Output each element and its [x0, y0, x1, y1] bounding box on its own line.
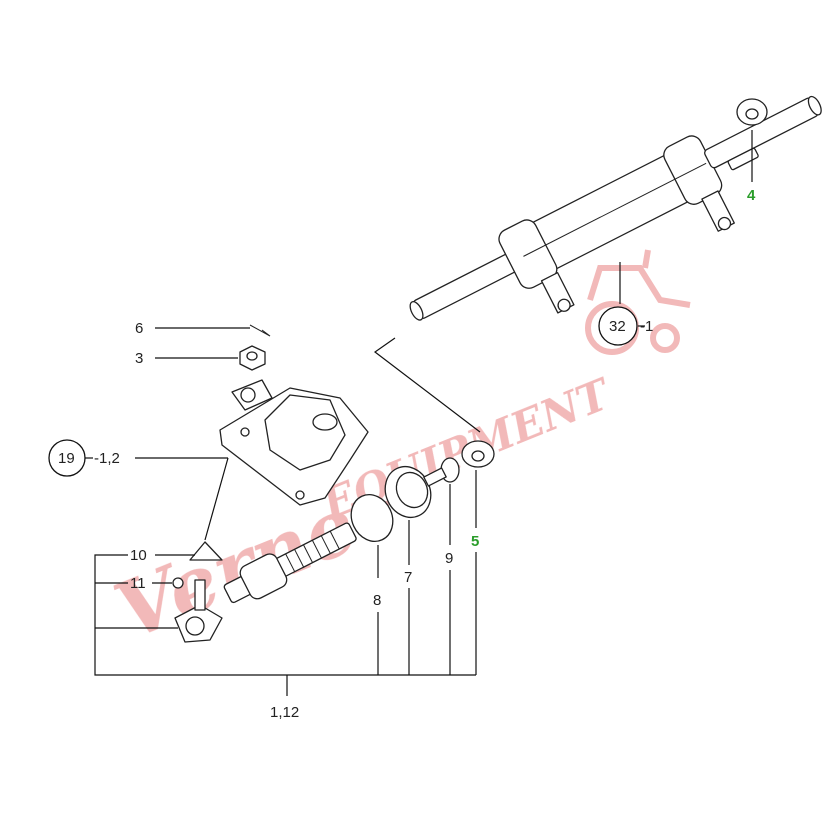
label-part-32: 32 — [609, 318, 626, 335]
seal-part-8 — [350, 494, 394, 542]
label-part-10: 10 — [130, 547, 147, 564]
label-circle-32 — [598, 306, 638, 346]
label-part-6: 6 — [135, 320, 143, 337]
leader-lines — [83, 130, 753, 696]
split-pin-part-6 — [249, 324, 271, 337]
label-circle-19 — [48, 439, 86, 477]
steering-cylinder — [409, 95, 822, 321]
labels: 4 32 -1 6 3 19 -1,2 10 11 5 9 7 8 1,12 — [48, 187, 756, 721]
label-part-11: 11 — [130, 575, 146, 592]
watermark: Verne EQUIPMENT — [103, 249, 691, 658]
label-part-8: 8 — [373, 592, 381, 609]
nut-part-5 — [461, 440, 495, 468]
label-part-19: 19 — [58, 450, 75, 467]
label-part-3: 3 — [135, 350, 143, 367]
nut-part-4 — [736, 98, 768, 126]
label-part-4: 4 — [747, 187, 756, 204]
nut-part-3 — [239, 345, 266, 371]
washer-part-9 — [423, 457, 460, 487]
bracket-plate — [219, 379, 369, 506]
tie-rod-assembly — [172, 522, 357, 643]
label-part-32-suffix: -1 — [640, 318, 653, 335]
label-part-9: 9 — [445, 550, 453, 567]
label-part-1-12: 1,12 — [270, 704, 299, 721]
label-part-5: 5 — [471, 533, 479, 550]
label-part-7: 7 — [404, 569, 412, 586]
label-part-19-suffix: -1,2 — [94, 450, 120, 467]
